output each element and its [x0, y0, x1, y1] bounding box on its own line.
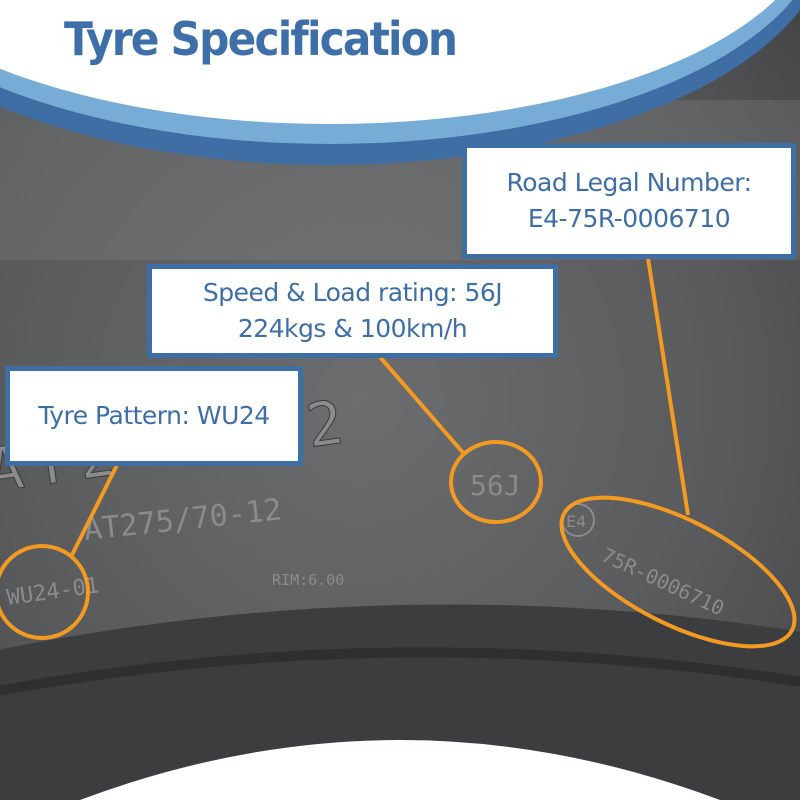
marking-e4: E4	[566, 512, 586, 531]
tyre-rim-edge	[0, 604, 800, 800]
callout-lines	[0, 257, 797, 649]
callout-text: Tyre Pattern: WU24	[38, 400, 270, 430]
marking-rim: RIM:6.00	[272, 571, 344, 589]
marking-load-speed: 56J	[470, 469, 521, 502]
callout-road-legal-number: Road Legal Number: E4-75R-0006710	[462, 143, 796, 259]
callout-text: Road Legal Number:	[506, 167, 752, 197]
callout-text: Speed & Load rating: 56J	[202, 277, 503, 307]
callout-tyre-pattern: Tyre Pattern: WU24	[5, 366, 303, 466]
callout-text: E4-75R-0006710	[527, 204, 731, 233]
callout-speed-load-rating: Speed & Load rating: 56J 224kgs & 100km/…	[147, 264, 558, 358]
page-title: Tyre Specification	[64, 12, 458, 66]
header-arc	[0, 0, 800, 165]
rim-opening	[80, 740, 720, 800]
callout-text: 224kgs & 100km/h	[237, 314, 468, 343]
